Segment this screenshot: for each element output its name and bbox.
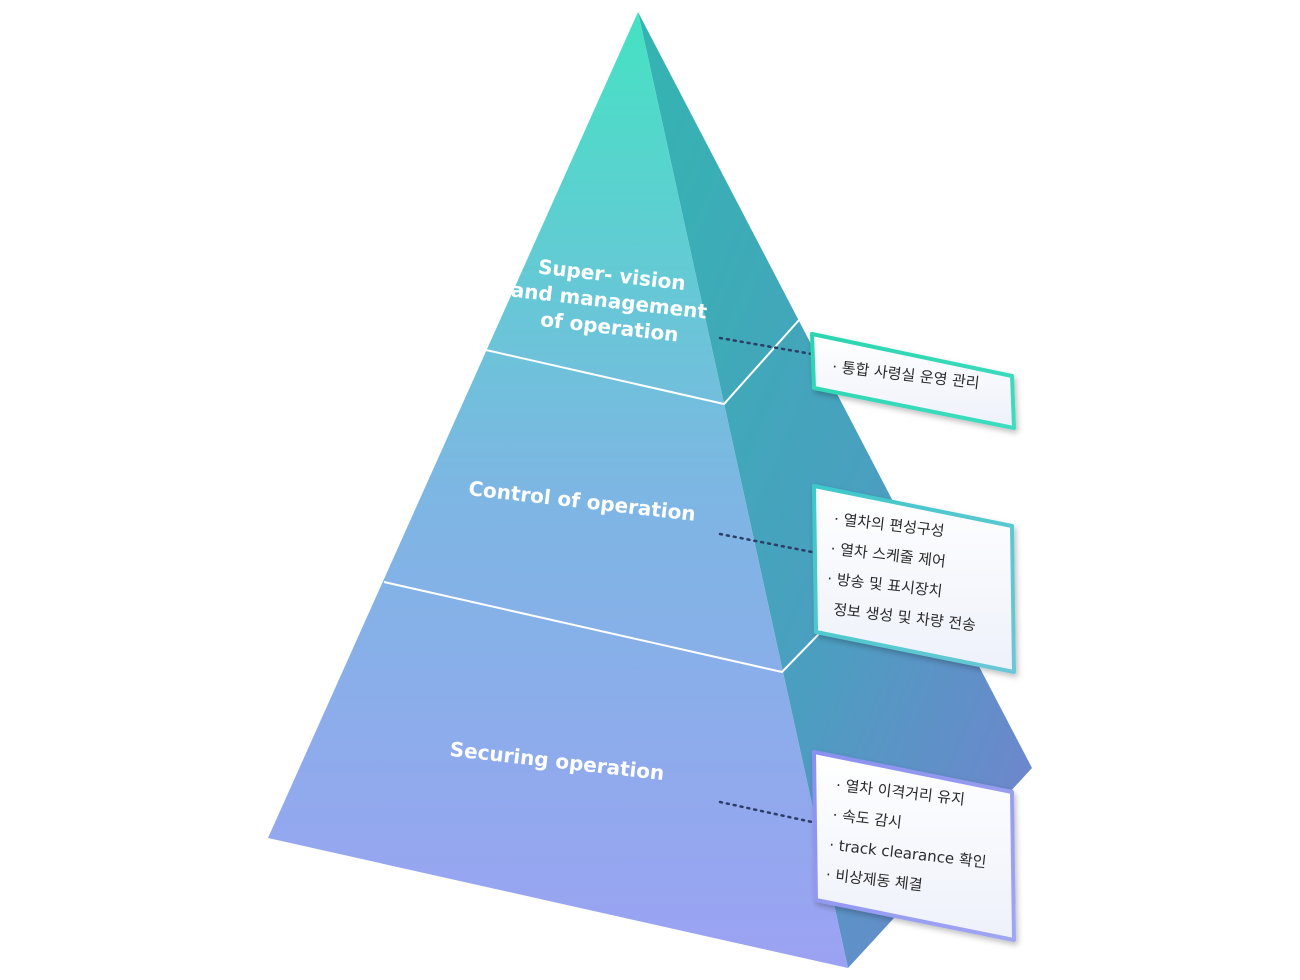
info-box-middle xyxy=(812,484,1016,674)
connector-top xyxy=(718,336,814,356)
info-box-bottom xyxy=(812,750,1016,942)
info-box-top xyxy=(810,332,1016,430)
connector-middle xyxy=(718,532,814,554)
connector-bottom xyxy=(718,800,814,824)
pyramid-front-face xyxy=(268,12,848,968)
